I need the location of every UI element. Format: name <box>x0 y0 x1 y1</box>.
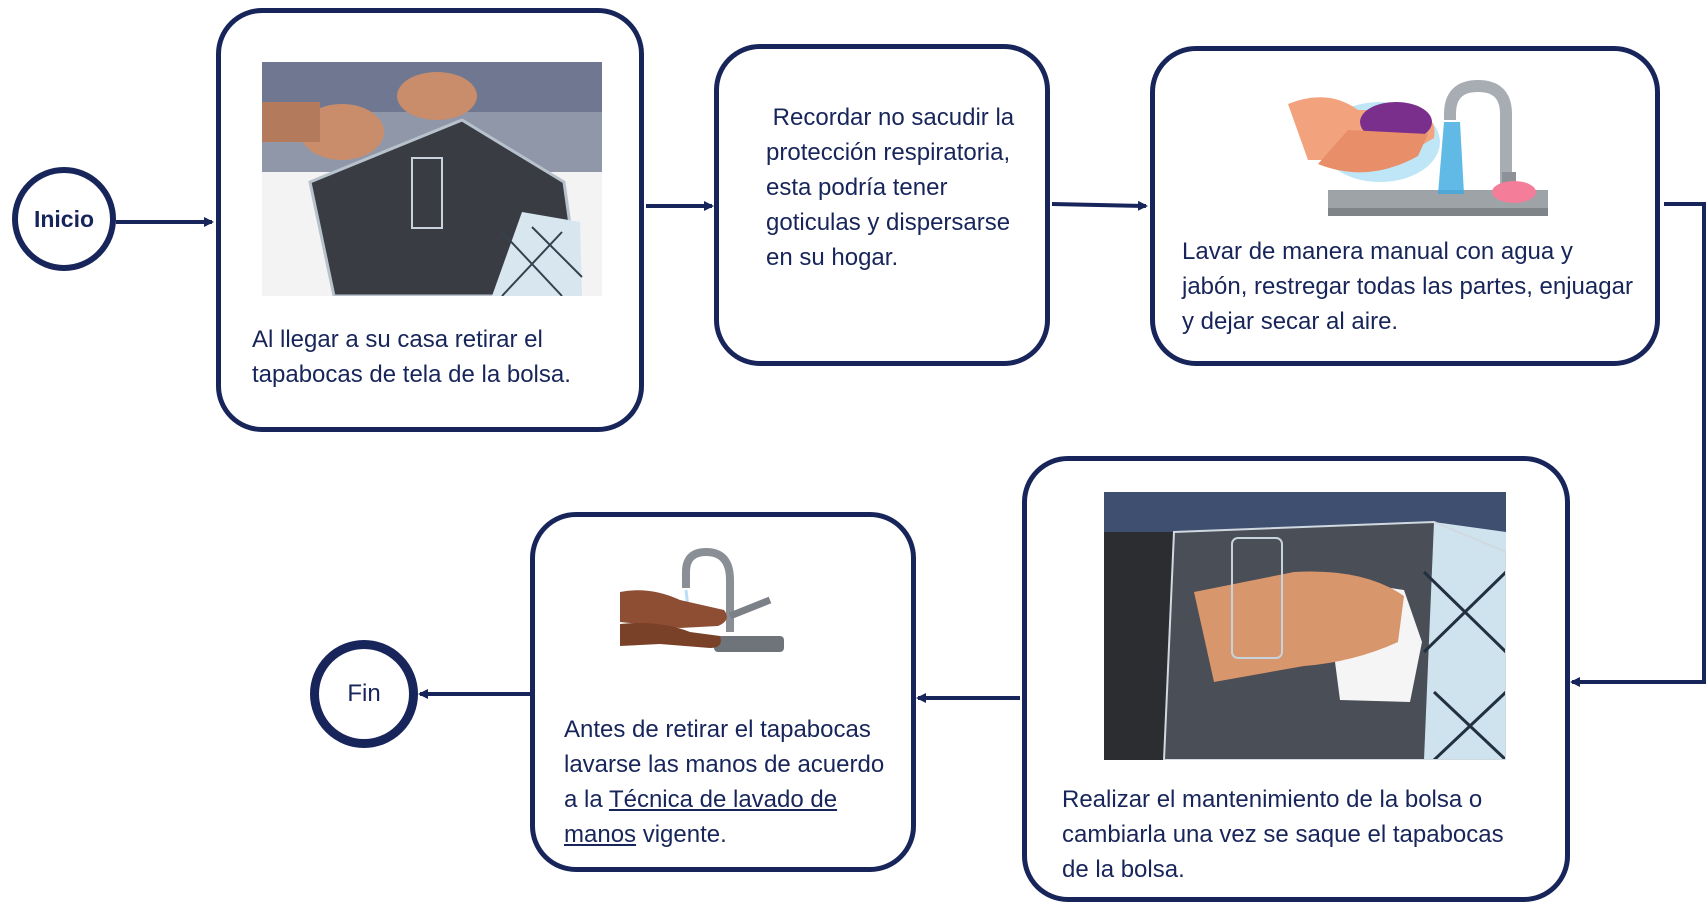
start-label: Inicio <box>33 205 95 232</box>
step-5-text-before: Antes de retirar el tapabocas lavarse la… <box>564 716 885 813</box>
arrow-step2-to-step3 <box>1051 200 1148 211</box>
arrow-step3-to-step4 <box>1570 202 1706 687</box>
step-2-text: Recordar no sacudir la protección respir… <box>766 104 1015 271</box>
step-5-text: Antes de retirar el tapabocas lavarse la… <box>564 712 904 852</box>
hands-under-faucet-photo <box>620 540 810 680</box>
step-1-text: Al llegar a su casa retirar el tapabocas… <box>252 326 571 388</box>
hands-opening-bag-photo <box>262 62 602 296</box>
washing-hands-sink-illustration <box>1288 64 1548 216</box>
step-5-box <box>530 512 916 872</box>
hand-washing-technique-link[interactable]: Técnica de lavado de manos <box>564 786 838 848</box>
end-label: Fin <box>347 680 381 707</box>
step-2-box <box>714 44 1050 366</box>
hand-in-bag-photo <box>1104 492 1506 760</box>
start-node: Inicio <box>12 167 116 271</box>
step-5-text-after: vigente. <box>636 821 727 848</box>
step-3-text: Lavar de manera manual con agua y jabón,… <box>1182 238 1633 335</box>
end-node: Fin <box>310 640 418 748</box>
step-4-text: Realizar el mantenimiento de la bolsa o … <box>1062 786 1504 883</box>
